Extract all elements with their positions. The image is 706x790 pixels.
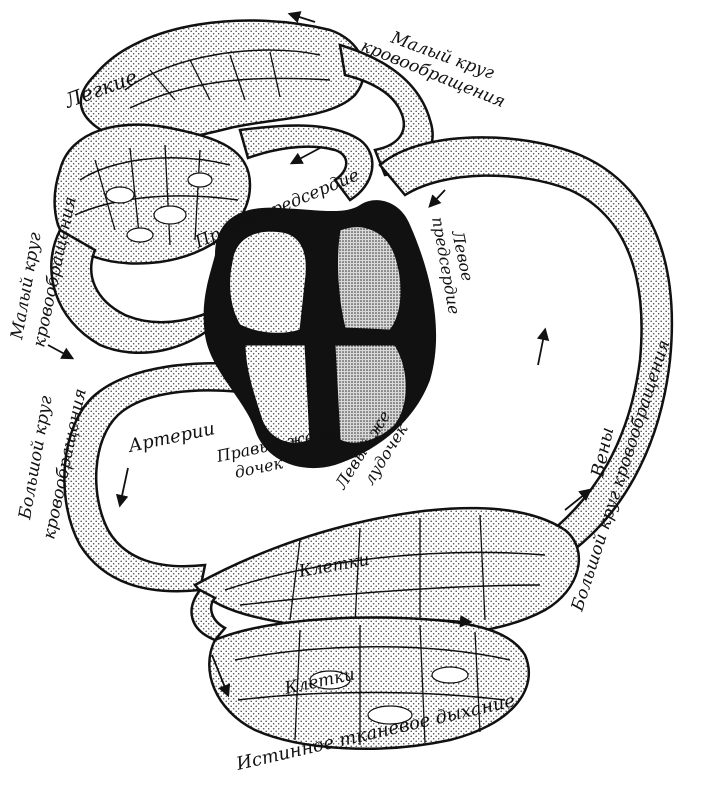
arrow-veins-up [538,330,545,365]
arrow-pulmonary-top [290,14,315,22]
label-systemic-right: Большой круг кровообращения [567,337,674,614]
right-atrium-cavity [230,231,307,333]
label-arteries: Артерии [125,418,217,457]
arrow-pulmonary-left [48,345,72,358]
systemic-artery-left [64,363,240,591]
arrow-arteries [120,468,128,505]
arrow-right-atrium [292,148,320,163]
tissue-capillaries [192,508,579,749]
arrow-left-atrium [430,190,445,206]
